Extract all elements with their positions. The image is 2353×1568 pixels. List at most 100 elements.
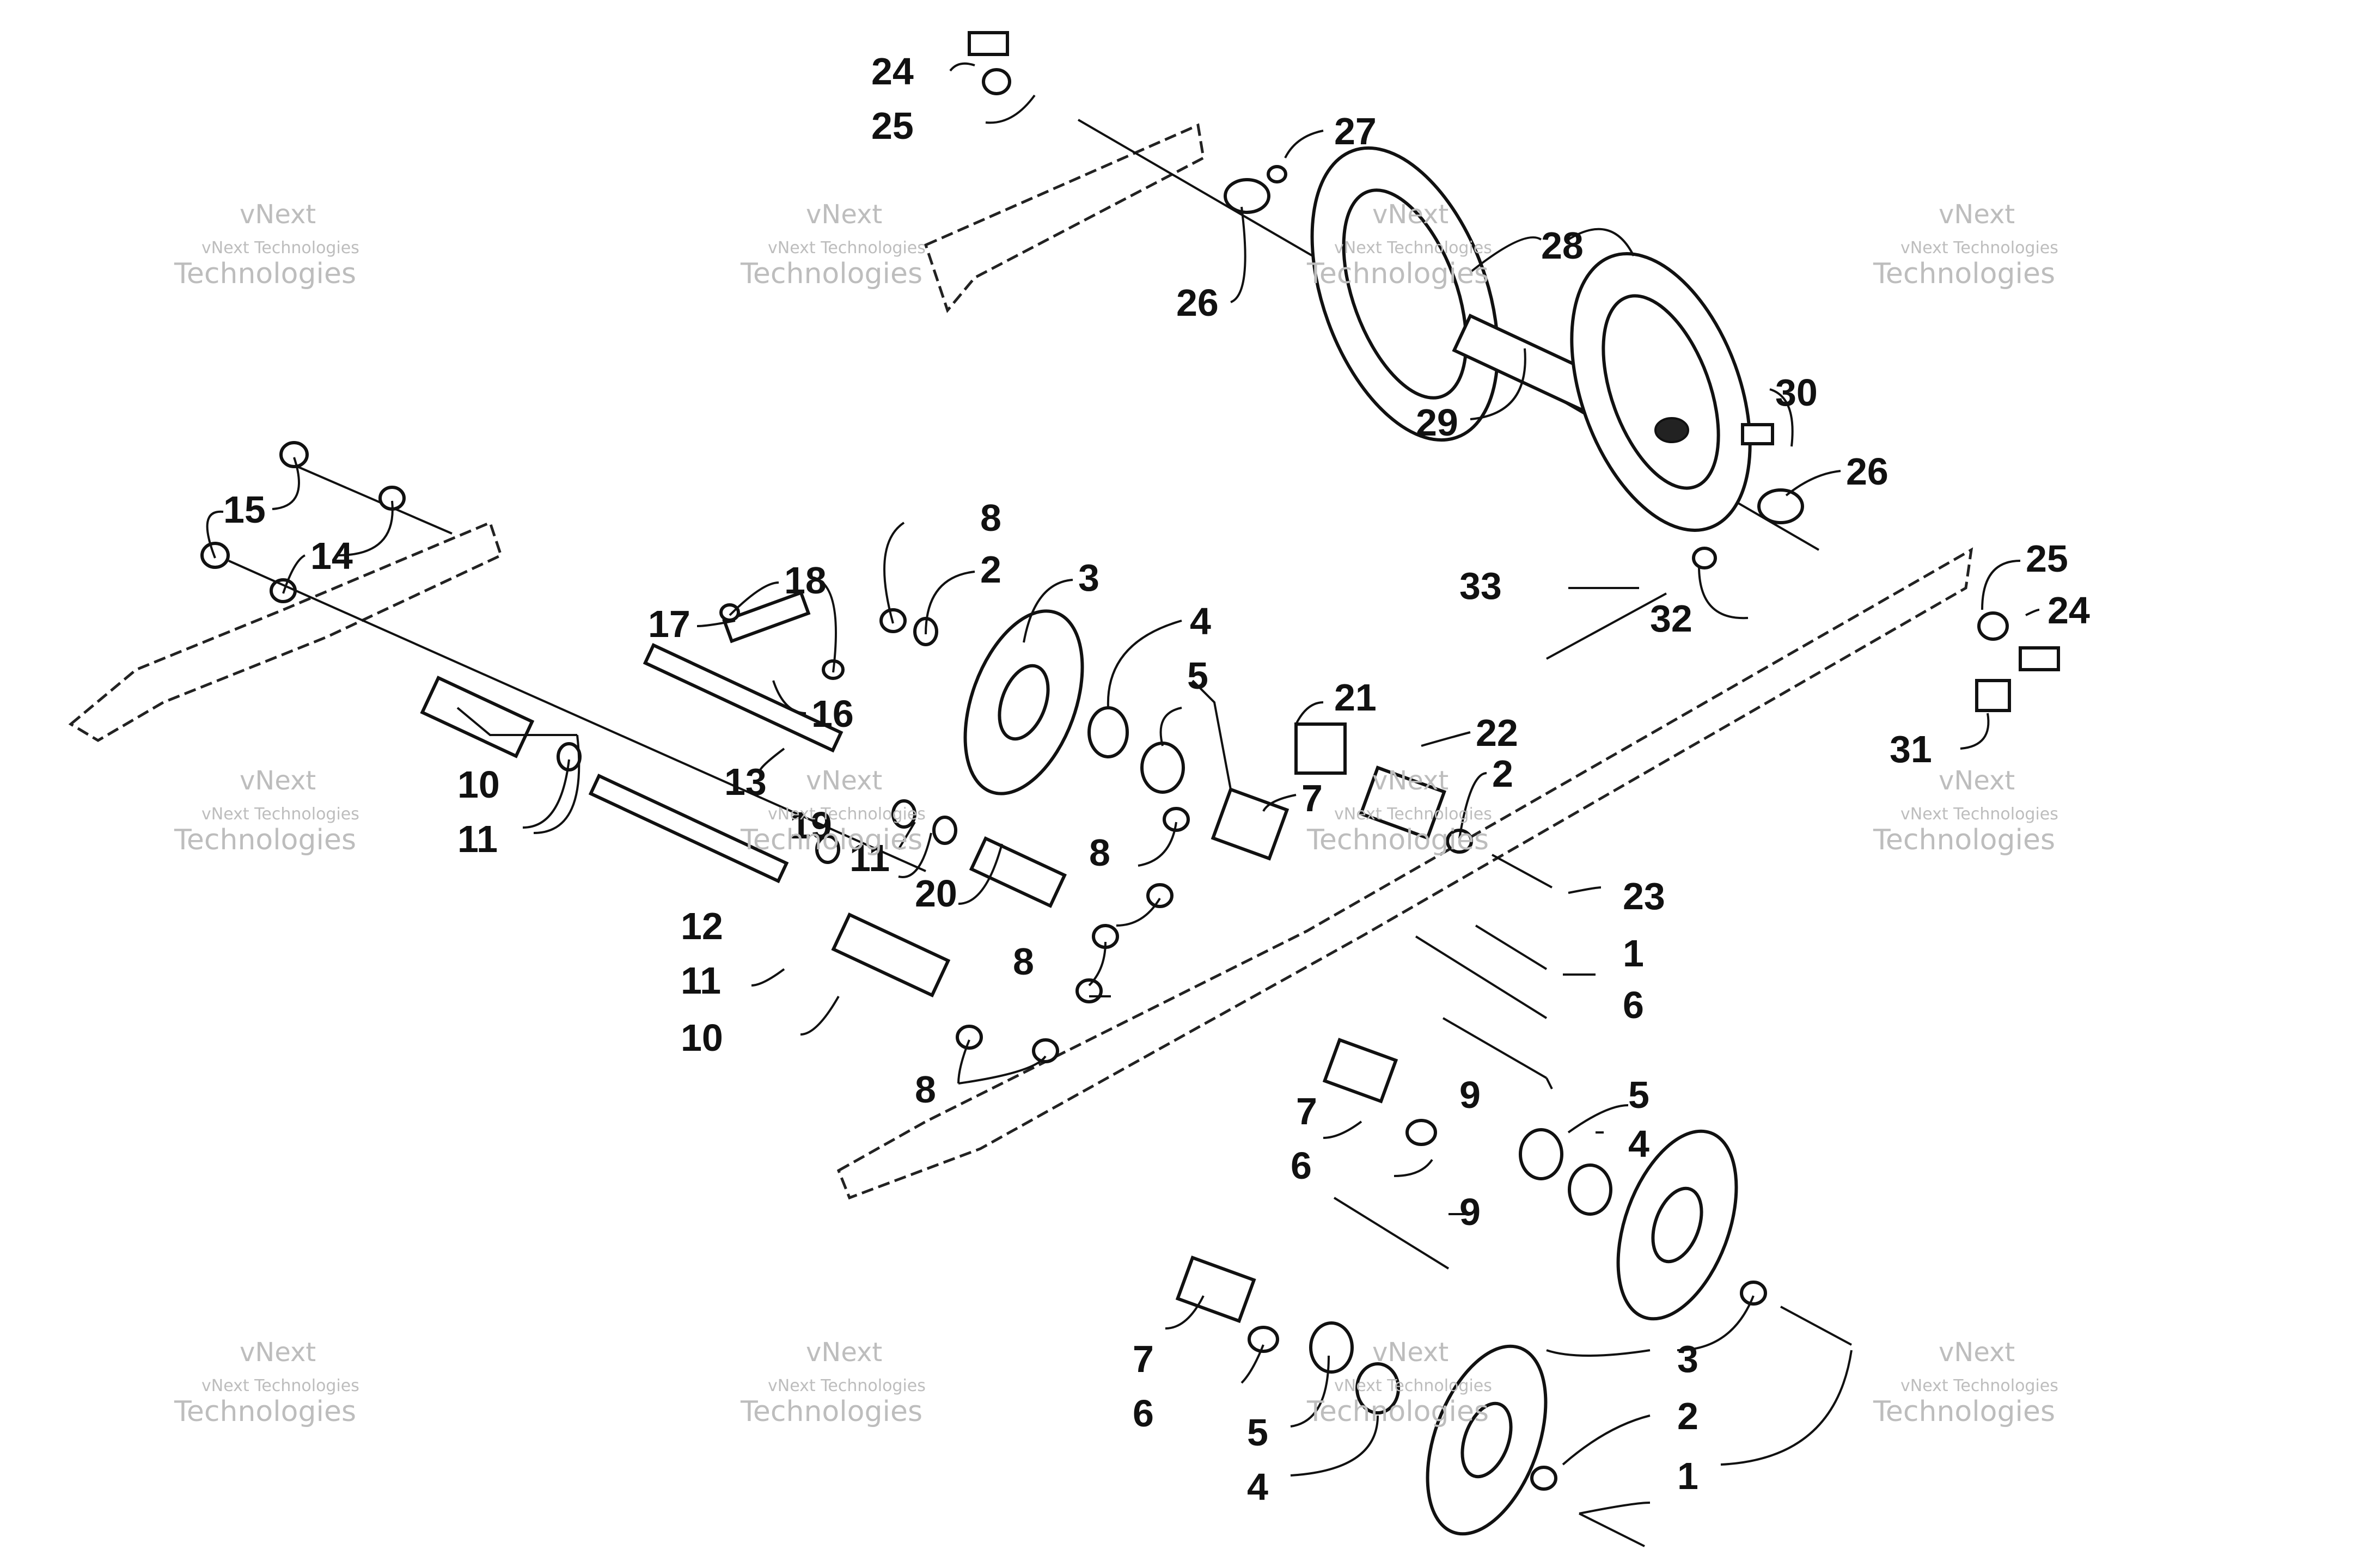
leader-lines xyxy=(206,62,2040,1515)
svg-text:Technologies: Technologies xyxy=(1873,1395,2055,1428)
watermarks: vNext vNext Technologies Technologies vN… xyxy=(174,199,2058,1428)
callout-label: 14 xyxy=(310,535,353,577)
callout-label: 5 xyxy=(1247,1411,1268,1454)
callout-label: 12 xyxy=(681,905,723,947)
svg-text:vNext Technologies: vNext Technologies xyxy=(1334,1376,1492,1395)
callout-label: 24 xyxy=(2048,589,2090,632)
callout-label: 7 xyxy=(1296,1090,1317,1132)
callout-label: 24 xyxy=(871,50,914,93)
callout-label: 4 xyxy=(1247,1466,1268,1508)
svg-text:Technologies: Technologies xyxy=(174,258,356,290)
callout-label: 8 xyxy=(1089,831,1110,874)
callout-label: 11 xyxy=(681,959,721,1002)
callout-label: 25 xyxy=(2026,537,2068,580)
svg-text:Technologies: Technologies xyxy=(1306,258,1489,290)
callout-label: 22 xyxy=(1476,712,1518,754)
watermark: vNext vNext Technologies Technologies xyxy=(1306,765,1492,856)
svg-text:vNext: vNext xyxy=(240,1337,316,1368)
svg-text:vNext Technologies: vNext Technologies xyxy=(201,1376,359,1395)
svg-text:vNext: vNext xyxy=(240,765,316,796)
svg-text:vNext Technologies: vNext Technologies xyxy=(768,238,926,258)
callout-label: 29 xyxy=(1416,401,1458,444)
svg-text:vNext Technologies: vNext Technologies xyxy=(1900,238,2058,258)
callout-label: 1 xyxy=(1677,1455,1698,1497)
svg-text:vNext Technologies: vNext Technologies xyxy=(201,805,359,824)
svg-text:vNext: vNext xyxy=(240,199,316,230)
svg-text:Technologies: Technologies xyxy=(174,1395,356,1428)
callout-label: 10 xyxy=(457,763,500,806)
callout-label: 7 xyxy=(1133,1338,1154,1380)
svg-text:Technologies: Technologies xyxy=(1306,1395,1489,1428)
callout-label: 7 xyxy=(1301,777,1323,819)
callout-label: 1 xyxy=(1623,932,1644,975)
callout-label: 27 xyxy=(1334,110,1377,152)
watermark: vNext vNext Technologies Technologies xyxy=(1306,199,1492,290)
svg-text:Technologies: Technologies xyxy=(740,258,922,290)
watermark: vNext vNext Technologies Technologies xyxy=(1306,1337,1492,1428)
callout-label: 4 xyxy=(1190,600,1211,642)
drive-shaft-assembly xyxy=(968,31,2060,712)
svg-text:Technologies: Technologies xyxy=(740,1395,922,1428)
callout-label: 6 xyxy=(1623,984,1644,1026)
callout-label: 2 xyxy=(1492,752,1513,795)
watermark: vNext vNext Technologies Technologies xyxy=(1873,199,2058,290)
callout-label: 2 xyxy=(980,548,1001,591)
callout-label: 6 xyxy=(1291,1144,1312,1187)
callout-label: 28 xyxy=(1541,224,1584,267)
svg-text:vNext: vNext xyxy=(1372,1337,1449,1368)
callout-label: 31 xyxy=(1890,728,1932,770)
watermark: vNext vNext Technologies Technologies xyxy=(740,199,926,290)
callout-label: 11 xyxy=(849,837,890,879)
watermark: vNext vNext Technologies Technologies xyxy=(740,1337,926,1428)
callout-label: 32 xyxy=(1650,597,1692,640)
callout-label: 20 xyxy=(915,872,957,915)
callout-label: 9 xyxy=(1459,1191,1481,1233)
svg-text:vNext: vNext xyxy=(1939,765,2015,796)
callout-label: 9 xyxy=(1459,1074,1481,1116)
callout-labels: 24 25 27 28 26 29 30 26 25 24 31 33 32 1… xyxy=(223,50,2090,1508)
svg-text:Technologies: Technologies xyxy=(1873,258,2055,290)
bracket-and-bolt-hardware xyxy=(956,722,1852,1547)
callout-label: 25 xyxy=(871,105,914,147)
svg-text:vNext: vNext xyxy=(806,765,882,796)
svg-text:vNext Technologies: vNext Technologies xyxy=(768,805,926,824)
watermark: vNext vNext Technologies Technologies xyxy=(740,765,926,856)
callout-label: 26 xyxy=(1176,281,1219,324)
svg-text:vNext: vNext xyxy=(806,199,882,230)
callout-label: 17 xyxy=(648,603,690,645)
callout-label: 11 xyxy=(457,818,498,860)
svg-text:vNext: vNext xyxy=(1939,1337,2015,1368)
upper-rail-left-outline xyxy=(68,123,1205,742)
watermark: vNext vNext Technologies Technologies xyxy=(1873,765,2058,856)
callout-label: 2 xyxy=(1677,1395,1698,1437)
svg-text:vNext: vNext xyxy=(1372,765,1449,796)
svg-text:vNext Technologies: vNext Technologies xyxy=(1900,805,2058,824)
callout-label: 8 xyxy=(980,497,1001,539)
watermark: vNext vNext Technologies Technologies xyxy=(1873,1337,2058,1428)
callout-label: 19 xyxy=(790,804,832,847)
svg-text:vNext Technologies: vNext Technologies xyxy=(768,1376,926,1395)
svg-text:Technologies: Technologies xyxy=(174,824,356,856)
callout-label: 13 xyxy=(724,761,767,803)
callout-label: 6 xyxy=(1133,1392,1154,1435)
callout-label: 26 xyxy=(1846,450,1888,493)
callout-label: 5 xyxy=(1187,654,1208,697)
svg-text:vNext Technologies: vNext Technologies xyxy=(1334,805,1492,824)
svg-text:vNext: vNext xyxy=(806,1337,882,1368)
callout-label: 30 xyxy=(1775,371,1818,414)
callout-label: 8 xyxy=(1013,940,1034,983)
svg-text:vNext: vNext xyxy=(1372,199,1449,230)
svg-text:Technologies: Technologies xyxy=(740,824,922,856)
svg-text:vNext Technologies: vNext Technologies xyxy=(201,238,359,258)
callout-label: 10 xyxy=(681,1016,723,1059)
svg-text:Technologies: Technologies xyxy=(1306,824,1489,856)
svg-text:Technologies: Technologies xyxy=(1873,824,2055,856)
callout-label: 21 xyxy=(1334,676,1377,719)
svg-text:vNext Technologies: vNext Technologies xyxy=(1900,1376,2058,1395)
svg-text:vNext: vNext xyxy=(1939,199,2015,230)
watermark: vNext vNext Technologies Technologies xyxy=(174,1337,359,1428)
callout-label: 3 xyxy=(1078,556,1099,599)
lower-rail-outline xyxy=(836,547,1973,1200)
callout-label: 8 xyxy=(915,1068,936,1111)
